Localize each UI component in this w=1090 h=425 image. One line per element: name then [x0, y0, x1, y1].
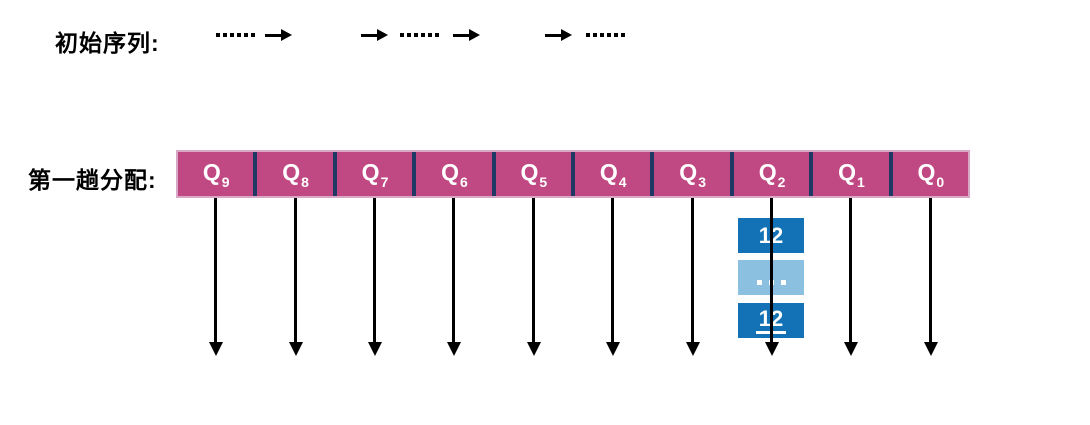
down-arrow-icon — [532, 198, 535, 342]
queue-label: Q6 — [441, 158, 468, 191]
queue-cell-q3: Q3 — [654, 152, 734, 196]
queue-label: Q8 — [282, 158, 309, 191]
queue-label: Q3 — [679, 158, 706, 191]
queue-cell-q8: Q8 — [257, 152, 337, 196]
arrow-right-icon — [545, 29, 572, 41]
dotted-line — [586, 33, 627, 37]
queue-cell-q9: Q9 — [178, 152, 258, 196]
queue-cell-q2: Q2 — [734, 152, 814, 196]
initial-sequence-label: 初始序列: — [55, 30, 160, 56]
down-arrow-icon — [691, 198, 694, 342]
down-arrow-icon — [770, 198, 773, 342]
dotted-line — [216, 33, 256, 37]
down-arrow-icon — [929, 198, 932, 342]
queue-cell-q5: Q5 — [496, 152, 576, 196]
queue-label: Q0 — [917, 158, 945, 191]
queue-label: Q4 — [599, 158, 627, 191]
queue-cell-q7: Q7 — [337, 152, 417, 196]
dotted-line — [400, 33, 441, 37]
down-arrow-icon — [452, 198, 455, 342]
queue-label: Q5 — [520, 158, 548, 191]
queue-cell-q1: Q1 — [813, 152, 893, 196]
queue-label: Q1 — [838, 158, 865, 191]
down-arrow-icon — [373, 198, 376, 342]
queue-label: Q9 — [202, 158, 230, 191]
queue-cell-q6: Q6 — [416, 152, 496, 196]
arrow-right-icon — [361, 29, 388, 41]
first-pass-label: 第一趟分配: — [28, 167, 157, 193]
queue-label: Q2 — [758, 158, 786, 191]
queue-cell-q4: Q4 — [575, 152, 655, 196]
down-arrow-icon — [849, 198, 852, 342]
arrow-right-icon — [265, 29, 292, 41]
queue-cell-q0: Q0 — [893, 152, 968, 196]
queue-label: Q7 — [361, 158, 389, 191]
down-arrow-icon — [214, 198, 217, 342]
bucket-bar: Q9 Q8 Q7 Q6 Q5 Q4 Q3 Q2 Q1 Q0 — [176, 150, 970, 198]
down-arrow-icon — [294, 198, 297, 342]
arrow-right-icon — [453, 29, 480, 41]
down-arrow-icon — [611, 198, 614, 342]
